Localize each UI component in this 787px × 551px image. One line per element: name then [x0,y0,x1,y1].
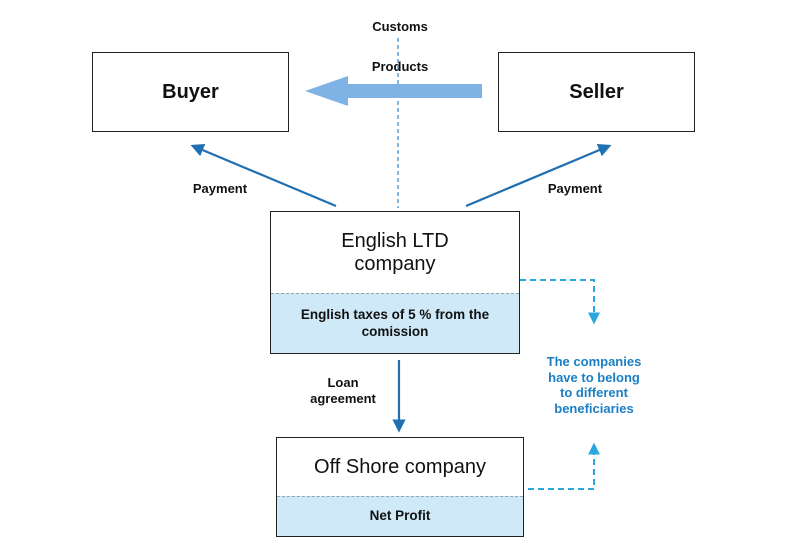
seller-box: Seller [498,52,695,132]
products-label: Products [371,59,429,74]
payment-label-right: Payment [547,181,603,196]
customs-label: Customs [372,19,428,34]
payment-arrow-to-buyer [190,143,337,208]
payment-label-left: Payment [192,181,248,196]
buyer-label: Buyer [162,80,219,103]
buyer-box: Buyer [92,52,289,132]
english-taxes-panel: English taxes of 5 % from the comission [271,293,519,353]
loan-agreement-label: Loan agreement [310,375,376,406]
net-profit-panel: Net Profit [277,496,523,536]
note-connector-top [520,279,600,325]
english-ltd-box: English LTD company English taxes of 5 %… [270,211,520,354]
seller-label: Seller [569,80,624,103]
offshore-box: Off Shore company Net Profit [276,437,524,537]
english-ltd-title: English LTD company [341,229,449,275]
beneficiaries-note: The companies have to belong to differen… [546,354,642,416]
note-connector-bottom [528,442,600,490]
payment-arrow-to-seller [465,143,612,208]
products-flow-arrow [305,76,482,106]
offshore-title: Off Shore company [314,455,486,478]
